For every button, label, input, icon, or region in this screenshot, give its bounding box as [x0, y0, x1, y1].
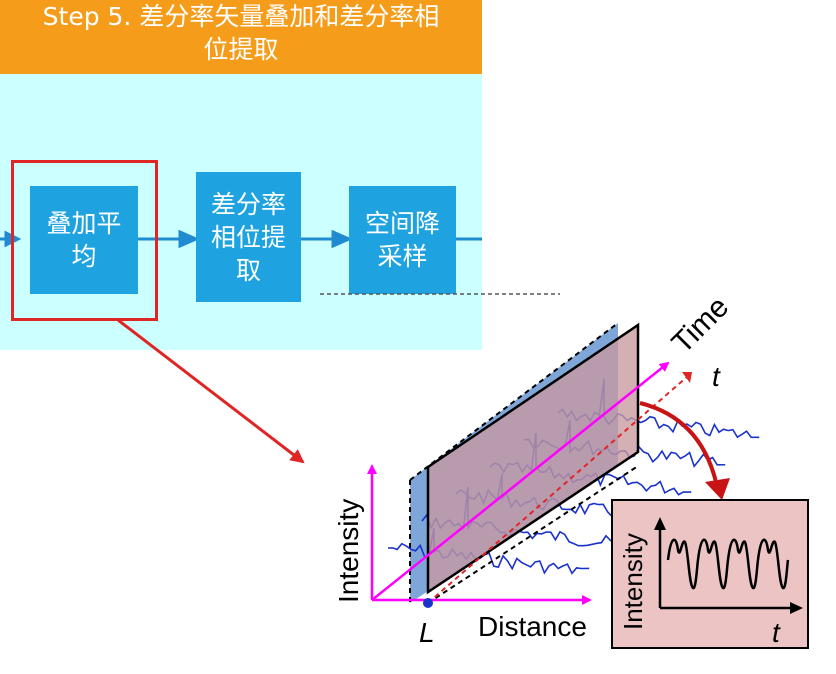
t-axis-dashed-head: [682, 372, 692, 383]
highlight-frame: [11, 160, 158, 321]
step-header-line2: 位提取: [203, 35, 279, 64]
pink-plane: [426, 322, 640, 595]
step-box-downsample[interactable]: 空间降 采样: [349, 186, 456, 294]
time-label: Time: [666, 290, 736, 360]
inset-waveform: [666, 538, 790, 590]
curved-arrow: [639, 401, 718, 483]
location-point: [423, 598, 433, 608]
arrow-1-head: [178, 229, 200, 249]
step-box-downsample-line1: 空间降: [364, 209, 440, 238]
time-axis: [371, 361, 670, 601]
step-box-phase-line3: 取: [235, 255, 261, 285]
inset-y-arrowhead: [654, 517, 666, 530]
inset-box: [611, 499, 809, 649]
inset-ylabel: Intensity: [618, 533, 648, 630]
l-label: L: [419, 617, 435, 648]
step-box-phase-line1: 差分率: [210, 189, 286, 219]
pointer-arrow: [117, 318, 305, 464]
step-box-average-line2: 均: [71, 242, 97, 271]
step-box-average[interactable]: 叠加平 均: [30, 186, 138, 294]
inset-xlabel: t: [772, 617, 781, 648]
curved-arrow-head: [705, 478, 730, 500]
intensity-label: Intensity: [333, 499, 364, 603]
step-box-phase-extract[interactable]: 差分率 相位提 取: [196, 172, 301, 302]
step-header: Step 5. 差分率矢量叠加和差分率相 位提取: [0, 0, 482, 74]
step-box-downsample-line2: 采样: [377, 242, 428, 271]
t-axis-dashed: [427, 375, 689, 604]
blue-plane-top-edge: [409, 322, 619, 481]
distance-label: Distance: [478, 611, 587, 642]
step-box-phase-line2: 相位提: [210, 222, 286, 252]
inset-x-arrowhead: [790, 602, 803, 614]
step-box-average-line1: 叠加平: [46, 209, 122, 238]
pink-plane-bottom-edge: [427, 465, 639, 604]
t-label: t: [712, 361, 721, 392]
arrow-2-head: [331, 229, 353, 249]
step-header-line1: Step 5. 差分率矢量叠加和差分率相: [42, 2, 440, 31]
